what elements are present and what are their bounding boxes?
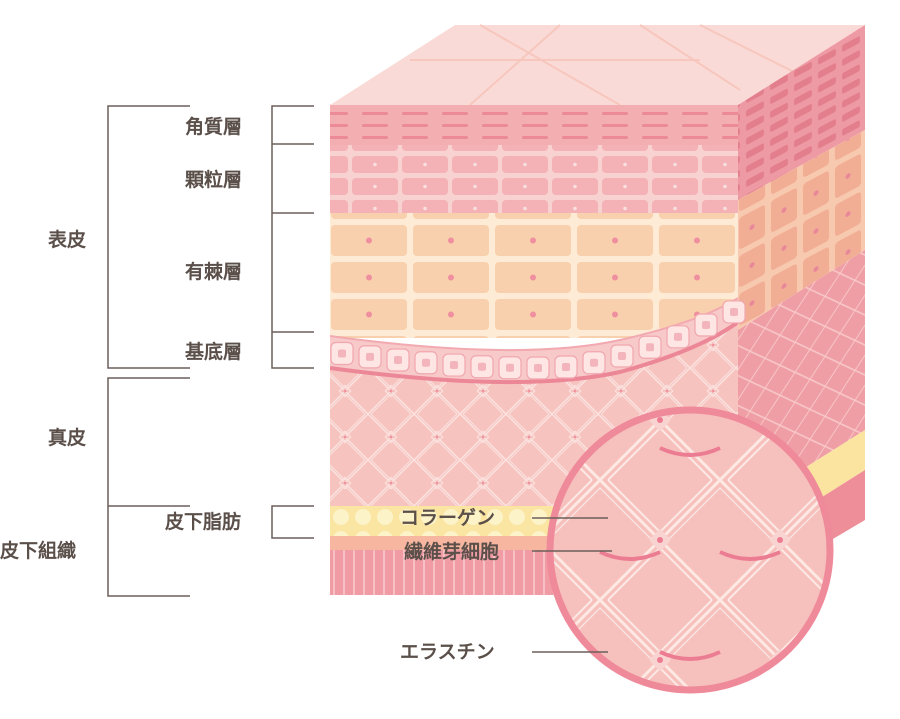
label-stratum-basale: 基底層	[184, 340, 242, 363]
dermis-magnified-inset	[546, 406, 834, 694]
basal-cell-nucleus	[450, 361, 458, 370]
label-stratum-corneum: 角質層	[185, 115, 242, 138]
basal-cell-nucleus	[646, 343, 654, 352]
fibroblast-cell	[659, 650, 721, 661]
basal-cell-nucleus	[534, 363, 542, 372]
label-elastin: エラスチン	[400, 641, 495, 663]
basal-cell-nucleus	[702, 320, 710, 329]
label-stratum-spinosum: 有棘層	[185, 260, 242, 283]
basal-cell-nucleus	[366, 352, 374, 361]
basal-cell-nucleus	[478, 362, 486, 371]
basal-cells	[330, 300, 746, 380]
label-fibroblast: 繊維芽細胞	[404, 540, 499, 563]
fibroblast-cell	[599, 550, 661, 561]
basal-cell-nucleus	[562, 363, 570, 372]
basal-cell-nucleus	[590, 358, 598, 367]
basal-cell-nucleus	[422, 358, 430, 367]
label-dermis: 真皮	[48, 426, 86, 449]
stratum-corneum-layer	[330, 105, 738, 145]
magnifier-ring	[546, 406, 834, 694]
layer-brackets	[107, 105, 314, 597]
basal-cell-nucleus	[338, 349, 346, 358]
label-subcutaneous-fat: 皮下脂肪	[165, 510, 241, 533]
stratum-spinosum-layer	[330, 213, 738, 338]
basal-cell-nucleus	[730, 307, 738, 316]
basal-cell-nucleus	[394, 356, 402, 364]
label-subcutaneous-tissue: 皮下組織	[0, 539, 76, 562]
label-stratum-granulosum: 顆粒層	[185, 168, 242, 191]
basal-cell-nucleus	[506, 363, 514, 372]
label-epidermis: 表皮	[48, 228, 86, 251]
skin-top-surface	[330, 24, 865, 106]
fibroblast-cell	[659, 446, 721, 457]
fibroblast-cell	[719, 550, 781, 561]
basal-cell-nucleus	[674, 332, 682, 341]
stratum-granulosum-layer	[330, 145, 738, 213]
basal-cell-nucleus	[618, 351, 626, 360]
label-collagen: コラーゲン	[400, 507, 495, 529]
